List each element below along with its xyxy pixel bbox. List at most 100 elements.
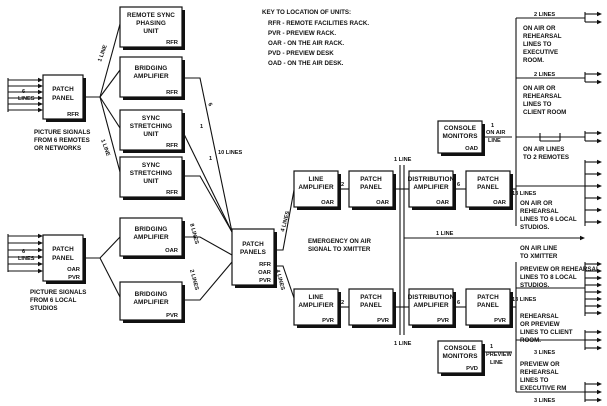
svg-text:DISTRIBUTION: DISTRIBUTION — [408, 176, 455, 183]
preview-line-label: 1 PREVIEW LINE — [486, 344, 513, 366]
count-label: 1 — [209, 156, 212, 162]
svg-text:PVR: PVR — [166, 313, 179, 319]
svg-text:FROM 6 LOCAL: FROM 6 LOCAL — [30, 297, 77, 304]
svg-text:OAR: OAR — [321, 200, 335, 206]
six-lines-label: 6 — [22, 249, 25, 255]
svg-text:1: 1 — [491, 123, 494, 129]
bridging-amplifier-oar: BRIDGING AMPLIFIER OAR — [119, 217, 185, 259]
one-line-top-label: 1 LINE — [394, 157, 412, 163]
svg-text:EXECUTIVE RM: EXECUTIVE RM — [520, 385, 566, 392]
svg-text:PANEL: PANEL — [477, 184, 499, 191]
svg-text:LINE: LINE — [490, 360, 503, 366]
svg-text:3 LINES: 3 LINES — [534, 398, 555, 404]
patch-panel-pvr-1: PATCH PANEL PVR — [348, 288, 396, 328]
svg-text:AMPLIFIER: AMPLIFIER — [413, 184, 449, 191]
console-monitors-oad: CONSOLE MONITORS OAD — [437, 120, 485, 156]
output-xmitter: ON AIR LINE TO XMITTER — [520, 245, 558, 260]
four-lines-label: 4 LINES — [280, 210, 291, 232]
svg-text:OAR: OAR — [493, 200, 507, 206]
upper-group-to-center — [181, 77, 233, 233]
svg-text:PANEL: PANEL — [52, 95, 74, 102]
svg-text:OAD: OAD — [465, 146, 478, 152]
svg-text:ON AIR LINES: ON AIR LINES — [523, 146, 564, 153]
emergency-label: EMERGENCY ON AIR SIGNAL TO XMITTER — [308, 238, 371, 253]
svg-text:AMPLIFIER: AMPLIFIER — [133, 73, 169, 80]
svg-text:SYNC: SYNC — [142, 115, 160, 122]
input-lines-bottom — [7, 233, 43, 274]
one-line-label: 1 LINE — [97, 44, 109, 63]
svg-text:UNIT: UNIT — [143, 178, 158, 185]
svg-text:BRIDGING: BRIDGING — [135, 65, 168, 72]
svg-text:ROOM.: ROOM. — [520, 337, 541, 344]
svg-text:RFR: RFR — [259, 262, 272, 268]
svg-text:STUDIOS.: STUDIOS. — [520, 282, 550, 289]
svg-text:RFR: RFR — [67, 112, 80, 118]
svg-text:REHEARSAL: REHEARSAL — [523, 93, 562, 100]
svg-text:EXECUTIVE: EXECUTIVE — [523, 49, 558, 56]
on-air-line-label: 1 ON AIR LINE — [486, 123, 505, 144]
svg-text:PANELS: PANELS — [240, 249, 267, 256]
svg-text:LINES TO: LINES TO — [520, 377, 549, 384]
key-line: OAR - ON THE AIR RACK. — [268, 40, 344, 47]
line-amplifier-pvr: LINE AMPLIFIER PVR — [293, 288, 341, 328]
key-line: PVR - PREVIEW RACK. — [268, 30, 336, 37]
two-lines-label: 2 LINES — [188, 269, 199, 291]
count-label: 2 — [341, 300, 344, 306]
lower-output-arrows — [584, 261, 602, 403]
six-lines-label: LINES — [18, 256, 35, 262]
svg-text:LINE: LINE — [488, 138, 501, 144]
patch-oar-pvr-fanout — [83, 236, 121, 298]
svg-text:SYNC: SYNC — [142, 162, 160, 169]
svg-text:LINES TO 8 LOCAL: LINES TO 8 LOCAL — [520, 274, 577, 281]
svg-text:2 LINES: 2 LINES — [534, 12, 555, 18]
svg-text:LINES TO: LINES TO — [523, 41, 552, 48]
lower-group-to-center — [182, 236, 233, 301]
svg-text:LINES TO 6 LOCAL: LINES TO 6 LOCAL — [520, 216, 577, 223]
unit-location-key: KEY TO LOCATION OF UNITS: RFR - REMOTE F… — [262, 9, 369, 67]
count-label: 1 — [200, 124, 203, 130]
svg-text:OAR: OAR — [258, 270, 272, 276]
svg-text:OAR: OAR — [165, 248, 179, 254]
svg-text:TO 2 REMOTES: TO 2 REMOTES — [523, 154, 569, 161]
console-monitors-pvd: CONSOLE MONITORS PVD — [437, 340, 485, 376]
svg-text:PANEL: PANEL — [52, 255, 74, 262]
svg-text:REHEARSAL: REHEARSAL — [520, 208, 559, 215]
svg-text:BRIDGING: BRIDGING — [135, 291, 168, 298]
svg-text:ROOM.: ROOM. — [523, 57, 544, 64]
svg-text:OAR: OAR — [67, 267, 81, 273]
svg-text:PVR: PVR — [377, 318, 390, 324]
svg-text:PICTURE SIGNALS: PICTURE SIGNALS — [30, 289, 86, 296]
svg-text:MONITORS: MONITORS — [442, 133, 478, 140]
upper-output-arrows — [516, 11, 602, 226]
svg-text:RFR: RFR — [166, 190, 179, 196]
svg-text:3 LINES: 3 LINES — [534, 350, 555, 356]
svg-text:LINES TO CLIENT: LINES TO CLIENT — [520, 329, 573, 336]
svg-text:PREVIEW OR REHEARSAL: PREVIEW OR REHEARSAL — [520, 266, 600, 273]
svg-text:CONSOLE: CONSOLE — [444, 125, 477, 132]
svg-text:ON AIR: ON AIR — [486, 130, 505, 136]
sync-stretching-unit-1: SYNC STRETCHING UNIT RFR — [119, 109, 185, 153]
four-lines-label: 4 LINES — [274, 269, 285, 291]
svg-text:REMOTE SYNC: REMOTE SYNC — [127, 12, 175, 19]
svg-text:STRETCHING: STRETCHING — [130, 170, 173, 177]
svg-text:OR PREVIEW: OR PREVIEW — [520, 321, 560, 328]
one-line-mid-label: 1 LINE — [436, 231, 454, 237]
count-label: 2 — [341, 182, 344, 188]
upper-output-bus — [512, 17, 585, 226]
output-remotes: ON AIR LINES TO 2 REMOTES — [523, 146, 569, 161]
sync-stretching-unit-2: SYNC STRETCHING UNIT RFR — [119, 156, 185, 200]
one-line-label: 1 LINE — [99, 139, 111, 158]
svg-text:1: 1 — [490, 344, 493, 350]
svg-text:PANEL: PANEL — [360, 302, 382, 309]
remote-sync-phasing-unit: REMOTE SYNC PHASING UNIT RFR — [119, 6, 185, 50]
output-local-8: PREVIEW OR REHEARSAL LINES TO 8 LOCAL ST… — [520, 266, 600, 289]
svg-text:RFR: RFR — [166, 143, 179, 149]
svg-text:OAR: OAR — [436, 200, 450, 206]
output-client-room-top: 2 LINES ON AIR OR REHEARSAL LINES TO CLI… — [523, 72, 566, 116]
svg-text:SIGNAL TO XMITTER: SIGNAL TO XMITTER — [308, 246, 371, 253]
svg-text:PVR: PVR — [322, 318, 335, 324]
output-exec-room-bottom: PREVIEW OR REHEARSAL LINES TO EXECUTIVE … — [520, 361, 566, 404]
source-local-label: PICTURE SIGNALS FROM 6 LOCAL STUDIOS — [30, 289, 86, 312]
count-label: 6 — [457, 182, 460, 188]
svg-text:RFR: RFR — [166, 90, 179, 96]
